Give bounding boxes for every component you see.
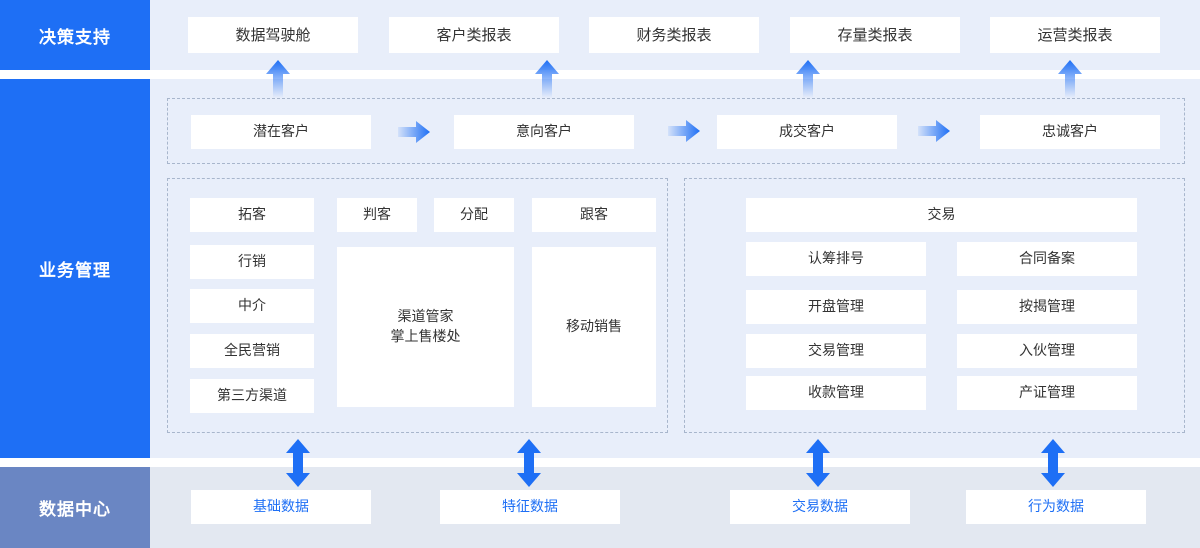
decision-item-finance-report[interactable]: 财务类报表 <box>589 17 759 53</box>
up-arrow-icon <box>266 60 290 98</box>
channel-marketing[interactable]: 行销 <box>190 245 314 279</box>
right-item-payment[interactable]: 收款管理 <box>746 376 926 410</box>
up-arrow-icon <box>535 60 559 98</box>
right-item-mortgage[interactable]: 按揭管理 <box>957 290 1137 324</box>
right-arrow-icon <box>918 120 950 142</box>
assign-box[interactable]: 分配 <box>434 198 514 232</box>
decision-layer-label: 决策支持 <box>0 0 150 70</box>
decision-item-cockpit[interactable]: 数据驾驶舱 <box>188 17 358 53</box>
channel-manager-label: 渠道管家 <box>397 309 454 325</box>
right-arrow-icon <box>668 120 700 142</box>
right-item-transaction-mgmt[interactable]: 交易管理 <box>746 334 926 368</box>
right-arrow-icon <box>398 121 430 143</box>
up-arrow-icon <box>796 60 820 98</box>
data-layer-label: 数据中心 <box>0 467 150 548</box>
data-item-basic[interactable]: 基础数据 <box>191 490 371 524</box>
flow-deal-customer[interactable]: 成交客户 <box>717 115 897 149</box>
transaction-title-box[interactable]: 交易 <box>746 198 1137 232</box>
mobile-sales-office-label: 掌上售楼处 <box>390 329 461 345</box>
flow-intent-customer[interactable]: 意向客户 <box>454 115 634 149</box>
data-item-behavior[interactable]: 行为数据 <box>966 490 1146 524</box>
follow-customer-box[interactable]: 跟客 <box>532 198 656 232</box>
bidirectional-arrow-icon <box>806 439 830 487</box>
right-panel-frame <box>684 178 1185 433</box>
decision-item-ops-report[interactable]: 运营类报表 <box>990 17 1160 53</box>
channel-all-people[interactable]: 全民营销 <box>190 334 314 368</box>
customer-flow-frame <box>167 98 1185 164</box>
data-item-feature[interactable]: 特征数据 <box>440 490 620 524</box>
up-arrow-icon <box>1058 60 1082 98</box>
judge-customer-box[interactable]: 判客 <box>337 198 417 232</box>
mobile-sales-box[interactable]: 移动销售 <box>532 247 656 407</box>
right-item-contract-filing[interactable]: 合同备案 <box>957 242 1137 276</box>
right-item-subscription[interactable]: 认筹排号 <box>746 242 926 276</box>
business-layer-label: 业务管理 <box>0 79 150 458</box>
data-item-transaction[interactable]: 交易数据 <box>730 490 910 524</box>
right-item-certificate[interactable]: 产证管理 <box>957 376 1137 410</box>
left-panel-frame <box>167 178 668 433</box>
channel-tools-box[interactable]: 渠道管家 掌上售楼处 <box>337 247 514 407</box>
right-item-move-in[interactable]: 入伙管理 <box>957 334 1137 368</box>
bidirectional-arrow-icon <box>517 439 541 487</box>
bidirectional-arrow-icon <box>1041 439 1065 487</box>
decision-item-stock-report[interactable]: 存量类报表 <box>790 17 960 53</box>
decision-item-customer-report[interactable]: 客户类报表 <box>389 17 559 53</box>
flow-potential-customer[interactable]: 潜在客户 <box>191 115 371 149</box>
right-item-opening[interactable]: 开盘管理 <box>746 290 926 324</box>
channel-third-party[interactable]: 第三方渠道 <box>190 379 314 413</box>
expand-customer-box[interactable]: 拓客 <box>190 198 314 232</box>
channel-agency[interactable]: 中介 <box>190 289 314 323</box>
bidirectional-arrow-icon <box>286 439 310 487</box>
flow-loyal-customer[interactable]: 忠诚客户 <box>980 115 1160 149</box>
